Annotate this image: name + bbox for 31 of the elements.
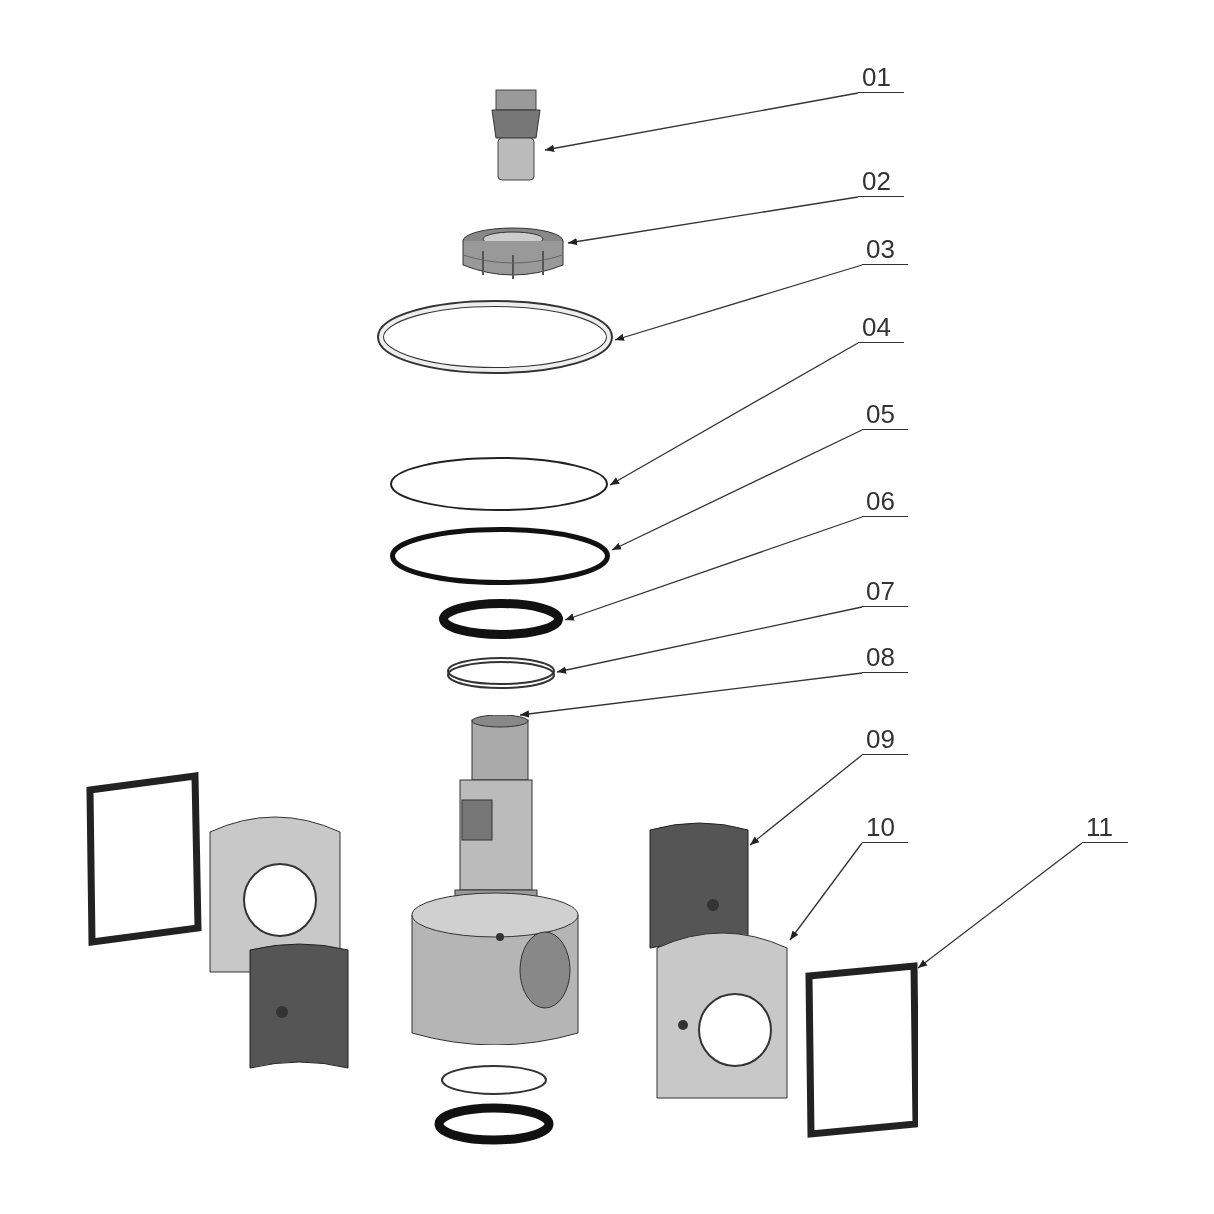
sealing-ring-drawing xyxy=(375,298,615,376)
callout-number: 03 xyxy=(862,234,908,265)
leader-line xyxy=(789,842,863,941)
callout-number: 10 xyxy=(862,812,908,843)
leader-line xyxy=(614,264,863,341)
leader-line xyxy=(544,92,859,152)
callout-number: 11 xyxy=(1082,812,1128,843)
leader-line xyxy=(609,342,859,486)
leader-line xyxy=(556,606,863,674)
leader-line xyxy=(567,196,859,246)
leader-line xyxy=(519,672,863,718)
leader-line xyxy=(749,754,863,846)
o-ring-drawing xyxy=(388,525,612,587)
gasket-frame-drawing xyxy=(805,962,918,1138)
backup-ring-drawing xyxy=(445,655,557,691)
callout-number: 04 xyxy=(858,312,904,343)
o-ring-drawing xyxy=(388,455,610,513)
callout-number: 02 xyxy=(858,166,904,197)
leader-line xyxy=(611,429,863,551)
callout-number: 09 xyxy=(862,724,908,755)
callout-number: 08 xyxy=(862,642,908,673)
leader-line xyxy=(917,842,1083,969)
callout-number: 07 xyxy=(862,576,908,607)
swivel-body-drawing xyxy=(410,715,580,1045)
valve-block-drawing xyxy=(648,820,750,950)
callout-number: 01 xyxy=(858,62,904,93)
seal-ring-drawing xyxy=(437,597,565,641)
valve-seat-drawing xyxy=(655,930,790,1100)
leader-line xyxy=(564,516,863,621)
callout-number: 06 xyxy=(862,486,908,517)
callout-number: 05 xyxy=(862,399,908,430)
